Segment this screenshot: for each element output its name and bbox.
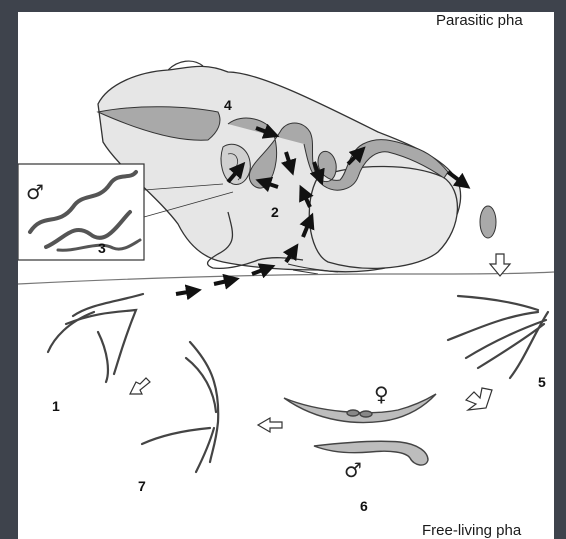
worms-stage-5	[448, 296, 548, 378]
worms-stage-1	[48, 294, 143, 382]
lifecycle-diagram: Parasitic pha Free-living pha 4 2 3 1 5 …	[18, 12, 554, 539]
stage-number-7: 7	[138, 478, 146, 494]
arrow-6-to-7	[258, 418, 282, 432]
free-living-phase-label: Free-living pha	[422, 522, 521, 539]
stage-number-1: 1	[52, 398, 60, 414]
stage-number-4: 4	[224, 97, 232, 113]
free-living-cycle-arrows	[130, 254, 510, 432]
female-symbol: ♀	[374, 382, 389, 406]
arrow-7-to-1	[130, 378, 150, 394]
diagram-drawing	[18, 12, 554, 539]
stage-number-5: 5	[538, 374, 546, 390]
worms-stage-6	[284, 394, 436, 465]
male-symbol: ♂	[344, 458, 362, 482]
male-worm	[314, 441, 428, 465]
frog-illustration	[98, 61, 496, 274]
arrow-to-5	[490, 254, 510, 276]
ground-line	[18, 272, 554, 284]
frog-dropping	[480, 206, 496, 238]
stage-number-6: 6	[360, 498, 368, 514]
worms-stage-7	[142, 342, 218, 472]
parasitic-phase-label: Parasitic pha	[436, 12, 523, 29]
arrow-5-to-6	[466, 388, 492, 410]
male-symbol-inset: ♂	[26, 180, 44, 204]
female-worm	[284, 394, 436, 422]
stage-number-2: 2	[271, 204, 279, 220]
stage-number-3: 3	[98, 240, 106, 256]
